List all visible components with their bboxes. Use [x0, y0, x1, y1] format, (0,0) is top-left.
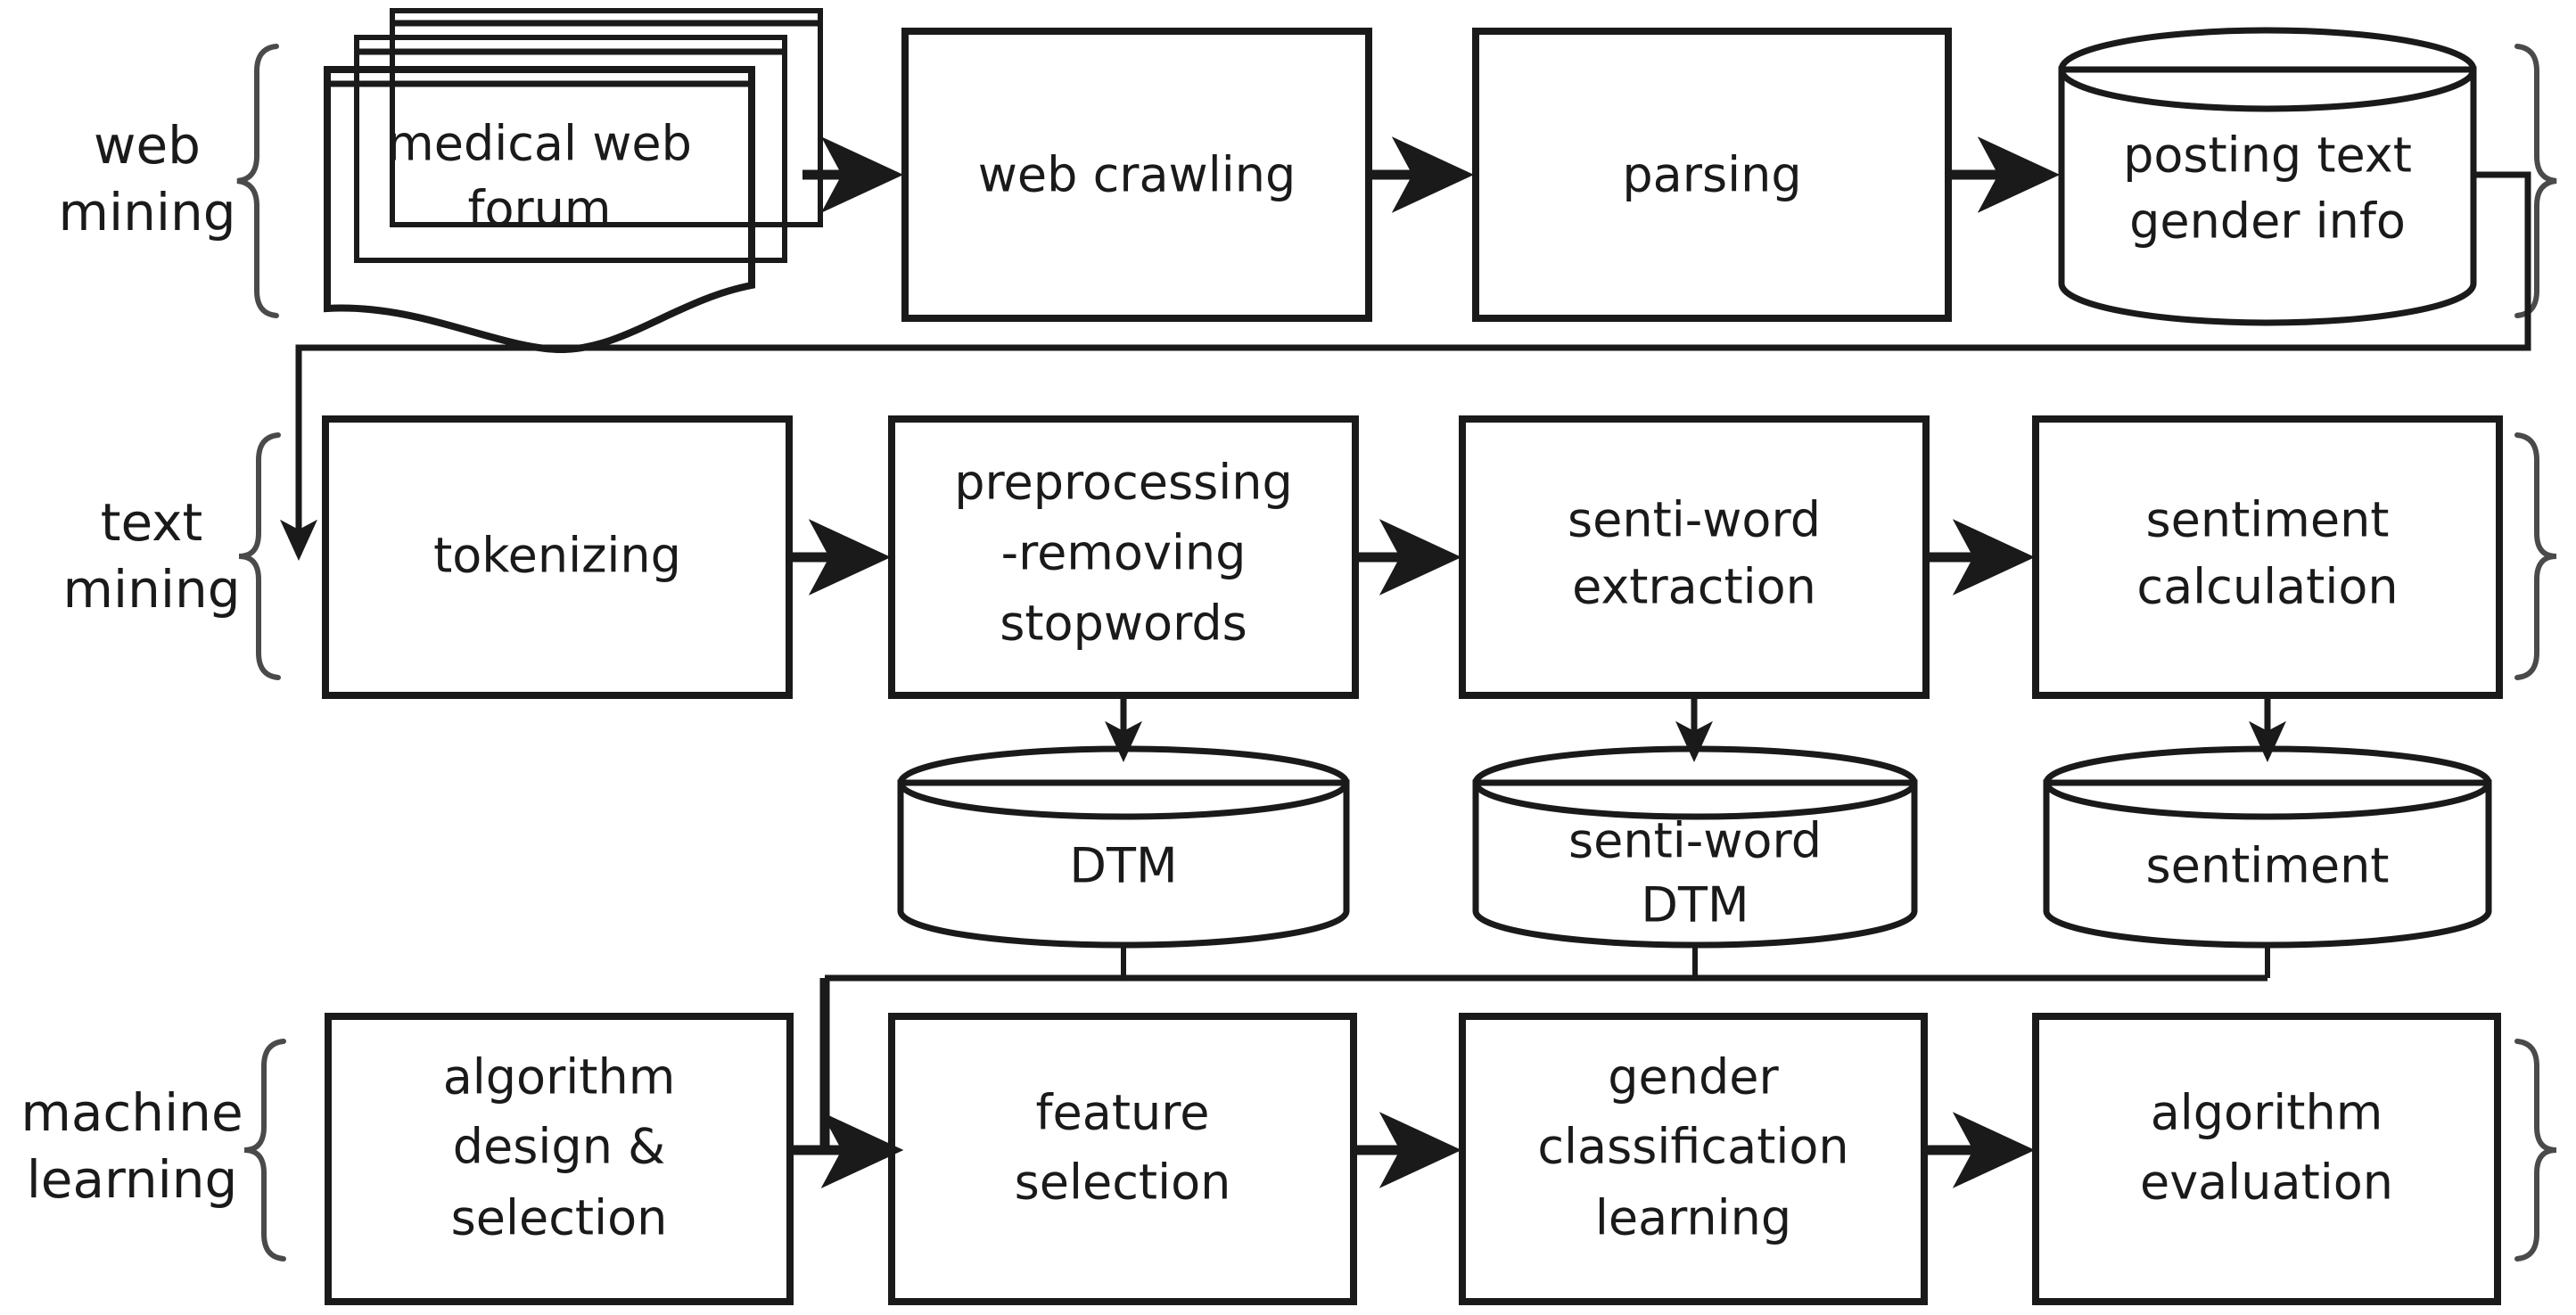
node-tokenizing[interactable]: tokenizing [322, 415, 793, 699]
node-label-line: algorithm [443, 1049, 676, 1105]
group-label-web-mining: web mining [58, 115, 235, 242]
node-label-line: forum [467, 181, 611, 237]
node-label-line: senti-word [1568, 492, 1821, 548]
node-label-line: medical web [387, 116, 692, 172]
node-sentiment-calculation[interactable]: sentiment calculation [2032, 415, 2503, 699]
group-brace-web-mining-close [2514, 44, 2557, 318]
node-label-line: extraction [1572, 559, 1816, 615]
node-label-line: algorithm [2151, 1085, 2383, 1141]
node-label-line: learning [1595, 1190, 1791, 1246]
node-feature-selection[interactable]: feature selection [888, 1013, 1357, 1305]
node-sentiment[interactable]: sentiment [2043, 745, 2492, 949]
node-label-line: feature [1036, 1085, 1210, 1141]
node-preprocessing-removing-stopwords[interactable]: preprocessing -removing stopwords [888, 415, 1359, 699]
node-label-line: posting text [2123, 127, 2412, 184]
node-label-line: DTM [1641, 877, 1749, 933]
node-label-line: classification [1537, 1119, 1848, 1175]
node-label-line: evaluation [2140, 1155, 2393, 1211]
node-parsing[interactable]: parsing [1472, 28, 1952, 322]
node-label-line: -removing [1001, 525, 1247, 581]
group-label-line: machine [21, 1082, 243, 1143]
node-algorithm-evaluation[interactable]: algorithm evaluation [2032, 1013, 2501, 1305]
node-label-line: gender [1608, 1049, 1779, 1105]
group-brace-web-mining [236, 44, 279, 318]
node-label-line: stopwords [1000, 596, 1247, 652]
node-gender-classification-learning[interactable]: gender classification learning [1459, 1013, 1928, 1305]
node-label-line: tokenizing [433, 528, 681, 584]
group-label-line: text [101, 492, 202, 553]
node-label-line: calculation [2136, 559, 2398, 615]
group-label-line: mining [58, 182, 235, 242]
node-senti-word-extraction[interactable]: senti-word extraction [1459, 415, 1930, 699]
edge-posting-to-tokenizing-feedback [280, 171, 2531, 562]
node-label-line: selection [451, 1190, 668, 1246]
node-label-line: sentiment [2146, 492, 2390, 548]
node-web-crawling[interactable]: web crawling [901, 28, 1372, 322]
group-brace-text-mining-close [2514, 432, 2557, 680]
node-dtm[interactable]: DTM [897, 745, 1350, 949]
node-senti-word-dtm[interactable]: senti-word DTM [1472, 745, 1918, 949]
node-label-line: web crawling [978, 147, 1296, 203]
document-stack-back-sheets [354, 8, 823, 263]
group-label-line: web [94, 115, 201, 176]
node-label-line: senti-word [1568, 813, 1822, 869]
node-label-line: sentiment [2146, 838, 2390, 894]
node-label-line: DTM [1069, 838, 1177, 894]
node-label-line: selection [1015, 1155, 1231, 1211]
group-brace-text-mining [238, 432, 281, 680]
node-label-line: gender info [2129, 193, 2406, 250]
node-posting-text-gender-info[interactable]: posting text gender info [2058, 27, 2477, 326]
node-label-line: parsing [1622, 147, 1801, 203]
node-label-line: design & [453, 1119, 665, 1175]
group-label-line: mining [62, 559, 240, 620]
group-label-machine-learning: machine learning [21, 1082, 243, 1210]
group-brace-machine-learning [243, 1039, 286, 1262]
node-algorithm-design-selection[interactable]: algorithm design & selection [325, 1013, 794, 1305]
group-brace-machine-learning-close [2514, 1039, 2557, 1262]
group-label-text-mining: text mining [62, 492, 240, 620]
group-label-line: learning [27, 1149, 238, 1210]
node-label-line: preprocessing [954, 455, 1293, 511]
